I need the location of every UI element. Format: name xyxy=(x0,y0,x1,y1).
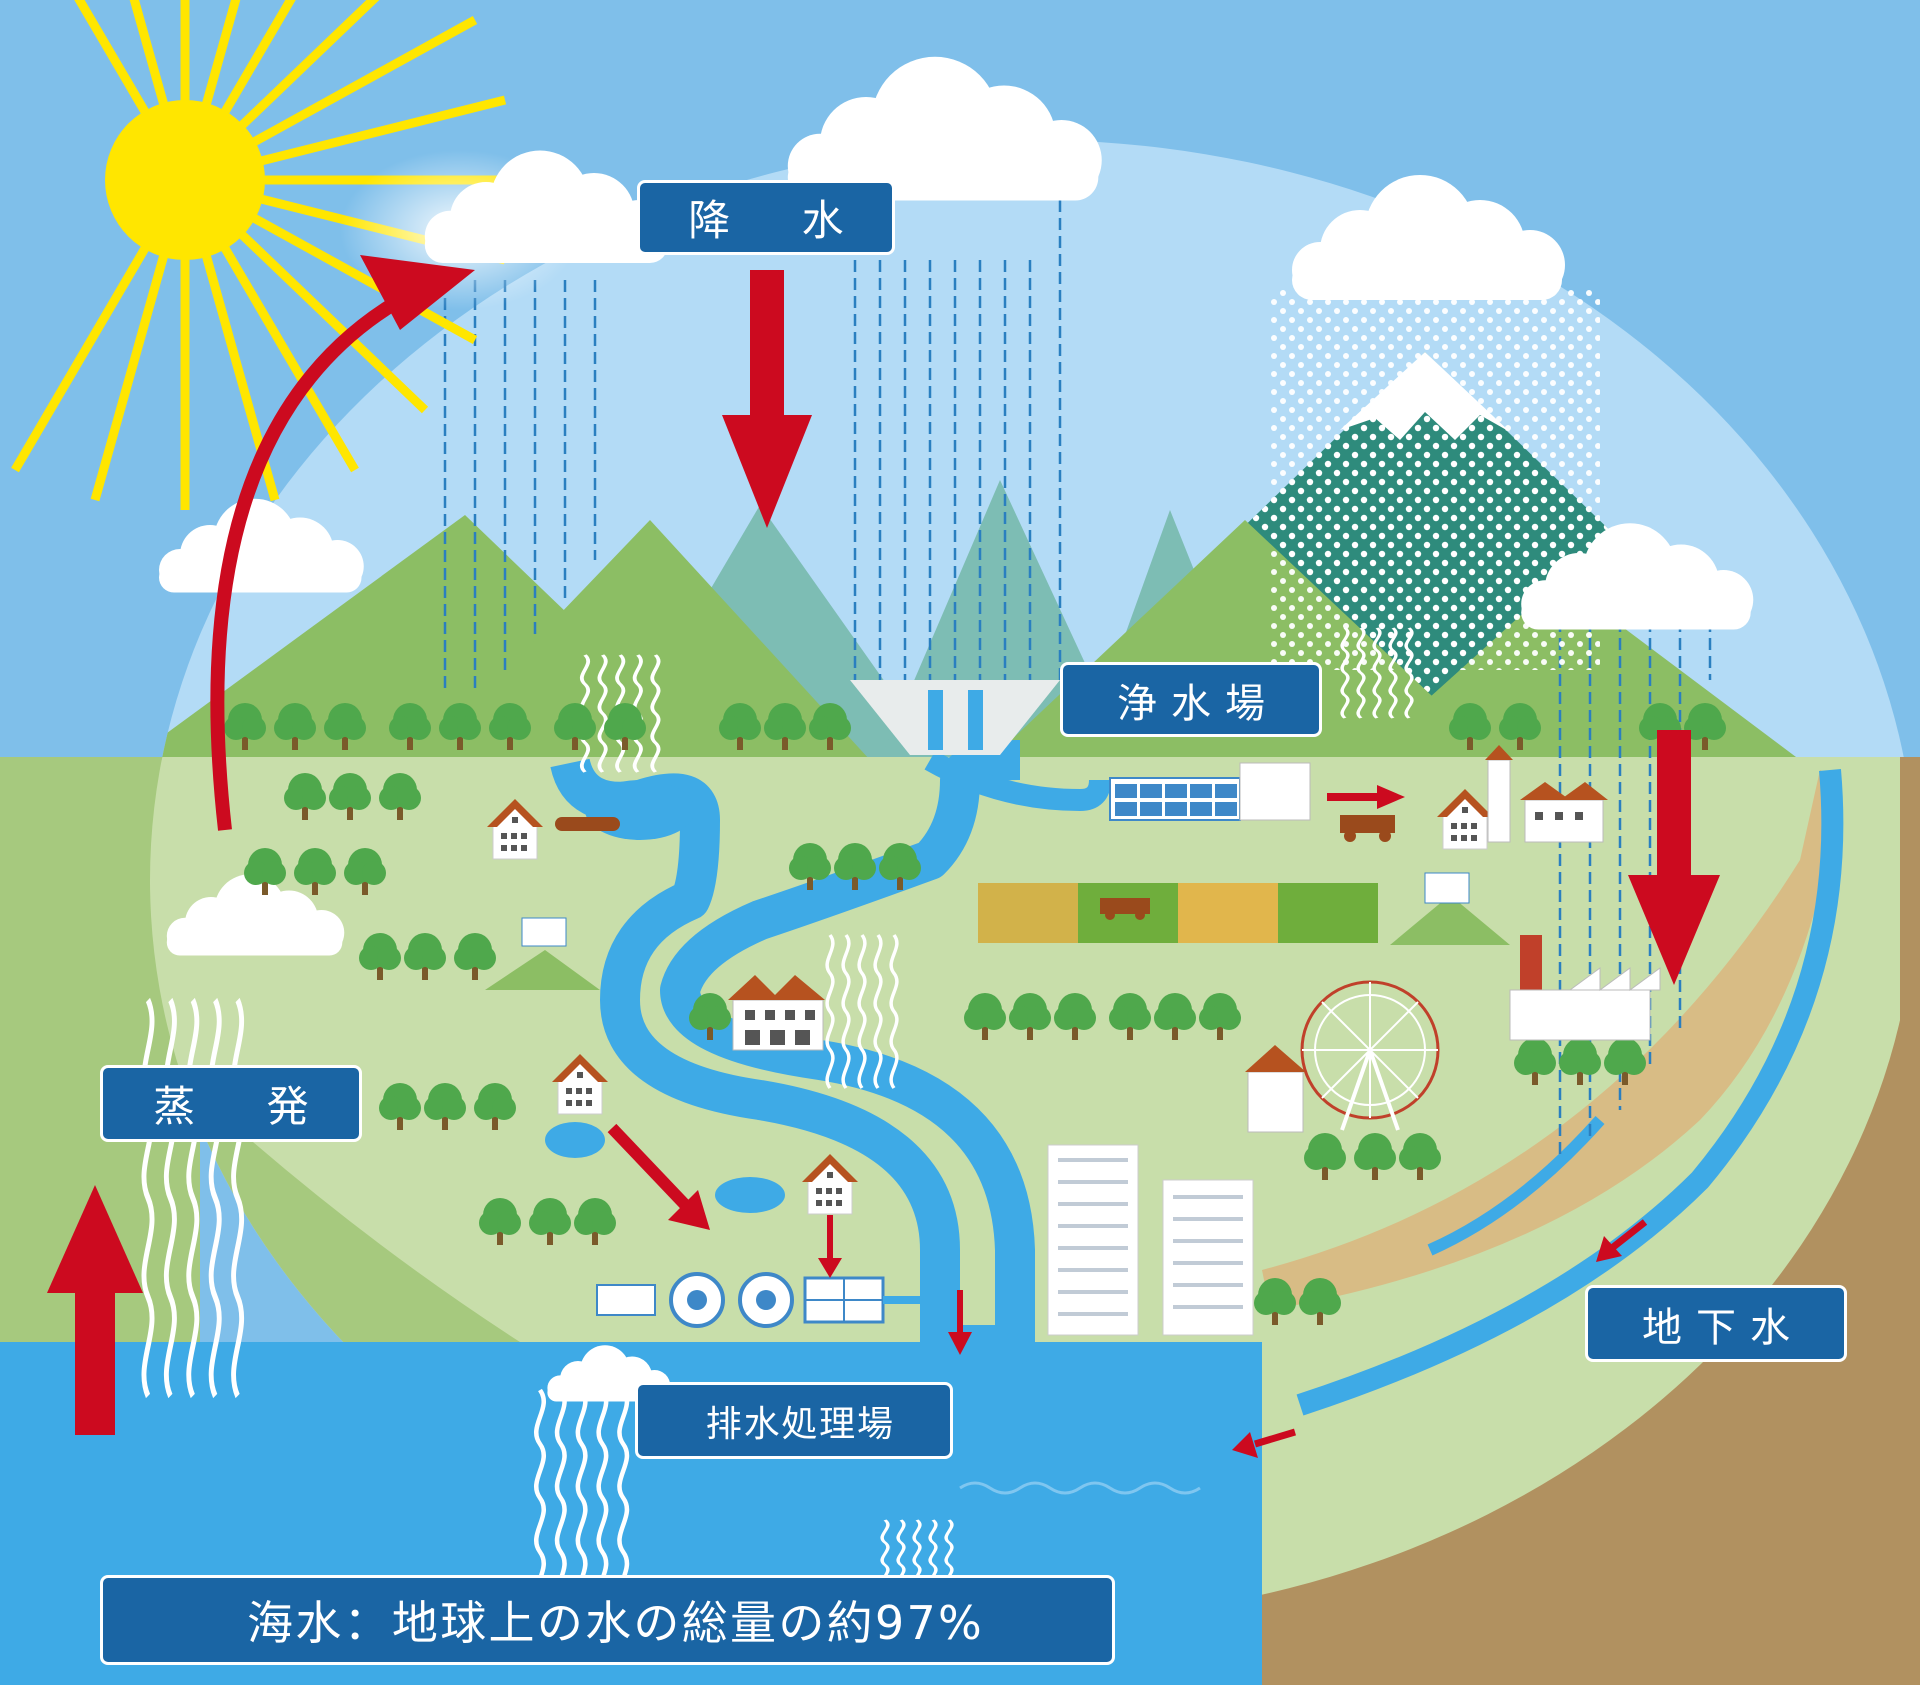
groundwater-label: 地下水 xyxy=(1585,1285,1847,1362)
boat-icon xyxy=(555,817,620,831)
precipitation-label: 降 水 xyxy=(637,180,895,255)
tower-icon xyxy=(1485,745,1513,843)
precipitation-arrow xyxy=(722,270,812,528)
wastewater-plant xyxy=(596,1272,925,1328)
castle-icon xyxy=(1245,1045,1306,1133)
groundwater-flow xyxy=(1427,1116,1605,1256)
tractor-icon xyxy=(1100,898,1150,920)
precipitation-label-text: 降 水 xyxy=(688,196,859,245)
apartment-icon xyxy=(728,975,825,1051)
seawater-label-text: 海水：地球上の水の総量の約97% xyxy=(247,1596,985,1650)
evaporation-label: 蒸 発 xyxy=(100,1065,362,1142)
seawater-label: 海水：地球上の水の総量の約97% xyxy=(100,1575,1115,1665)
evaporation-label-text: 蒸 発 xyxy=(153,1082,324,1131)
dam-icon xyxy=(850,680,1060,755)
apartment-icon xyxy=(1520,782,1608,843)
evaporation-arrow xyxy=(210,255,475,831)
ferris-wheel-icon xyxy=(1300,980,1440,1131)
billboard-icon xyxy=(1390,872,1510,945)
sun-icon xyxy=(11,0,515,510)
tractor-icon xyxy=(1340,815,1395,842)
wastewater-treatment-label: 排水処理場 xyxy=(635,1382,953,1459)
purification-plant xyxy=(1109,762,1311,821)
water-purification-label-text: 浄水場 xyxy=(1117,680,1279,727)
pond xyxy=(545,1122,605,1158)
sea-waves xyxy=(959,1481,1201,1495)
billboard-icon xyxy=(485,917,600,990)
farm-fields xyxy=(978,883,1378,943)
pond xyxy=(715,1177,785,1213)
wastewater-treatment-label-text: 排水処理場 xyxy=(705,1403,895,1445)
river xyxy=(550,740,1035,1365)
groundwater-flow xyxy=(1296,769,1844,1416)
rain-arrow-right xyxy=(1628,730,1720,985)
mountain xyxy=(420,520,870,760)
evaporation-up-arrow xyxy=(47,1185,143,1435)
factory-icon xyxy=(1509,935,1661,1041)
building-icon xyxy=(1047,1144,1254,1336)
groundwater-label-text: 地下水 xyxy=(1642,1304,1804,1351)
flow-arrow xyxy=(607,785,1648,1458)
sand-layer xyxy=(1262,770,1840,1310)
water-purification-label: 浄水場 xyxy=(1060,662,1322,737)
river-branch xyxy=(924,750,1111,812)
